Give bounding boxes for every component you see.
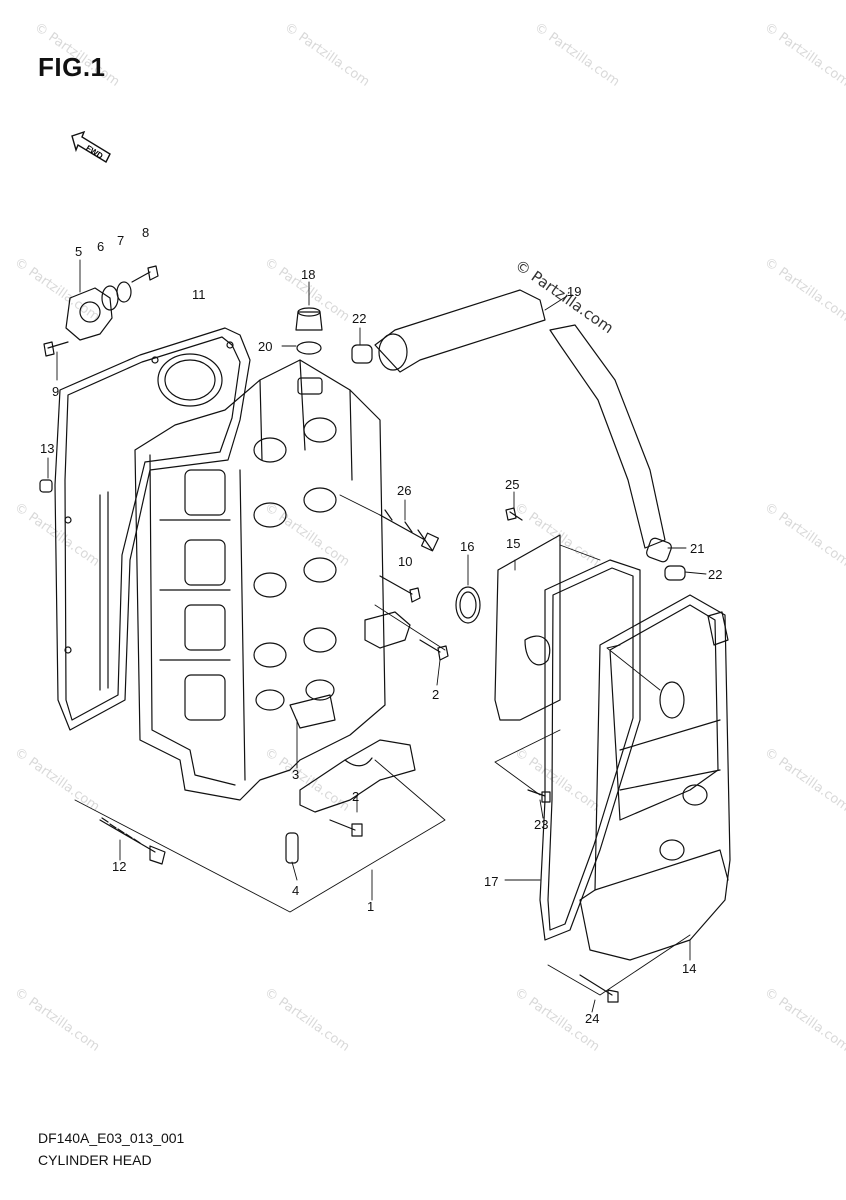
callout-2: 2 — [352, 789, 360, 804]
reference-lines — [74, 494, 691, 996]
callout-26: 26 — [397, 483, 412, 498]
callout-15: 15 — [506, 536, 521, 551]
callout-22: 22 — [352, 311, 367, 326]
head-cover — [579, 594, 731, 961]
callout-11: 11 — [192, 287, 206, 302]
drain-plug — [295, 307, 323, 355]
callout-3: 3 — [292, 767, 300, 782]
callout-7: 7 — [117, 233, 125, 248]
callout-6: 6 — [97, 239, 105, 254]
callout-20: 20 — [258, 339, 273, 354]
cylinder-head — [134, 359, 386, 801]
callout-4: 4 — [292, 883, 300, 898]
thermostat-cover-assembly — [43, 265, 159, 357]
leader-lines — [47, 259, 707, 1013]
callout-13: 13 — [40, 441, 55, 456]
ports — [159, 469, 231, 721]
cover-plate — [494, 507, 561, 721]
head-cover-gasket — [539, 559, 641, 941]
cam-caps — [289, 611, 416, 813]
callout-8: 8 — [142, 225, 150, 240]
forward-arrow-icon: FWD — [71, 130, 111, 163]
plug — [39, 479, 53, 493]
figure-title: FIG.1 — [38, 52, 106, 82]
cover-bolts — [527, 789, 619, 1003]
callout-2: 2 — [432, 687, 440, 702]
callout-17: 17 — [484, 874, 499, 889]
sensor — [379, 509, 439, 552]
callout-10: 10 — [398, 554, 413, 569]
head-gasket — [54, 327, 251, 731]
callout-19: 19 — [567, 284, 582, 299]
water-hose — [351, 289, 686, 581]
seal-ring — [455, 586, 481, 624]
callout-21: 21 — [690, 541, 705, 556]
diagram-name: CYLINDER HEAD — [38, 1152, 152, 1168]
callout-18: 18 — [301, 267, 316, 282]
dowel-pin — [285, 832, 299, 864]
callout-25: 25 — [505, 477, 520, 492]
diagram-code: DF140A_E03_013_001 — [38, 1130, 185, 1146]
callout-9: 9 — [52, 384, 60, 399]
bolts — [99, 575, 449, 865]
callout-5: 5 — [75, 244, 83, 259]
callout-22: 22 — [708, 567, 723, 582]
callout-1: 1 — [367, 899, 375, 914]
cam-journals — [253, 417, 337, 711]
callout-16: 16 — [460, 539, 475, 554]
callout-14: 14 — [682, 961, 697, 976]
callout-23: 23 — [534, 817, 549, 832]
callout-24: 24 — [585, 1011, 600, 1026]
callout-12: 12 — [112, 859, 127, 874]
